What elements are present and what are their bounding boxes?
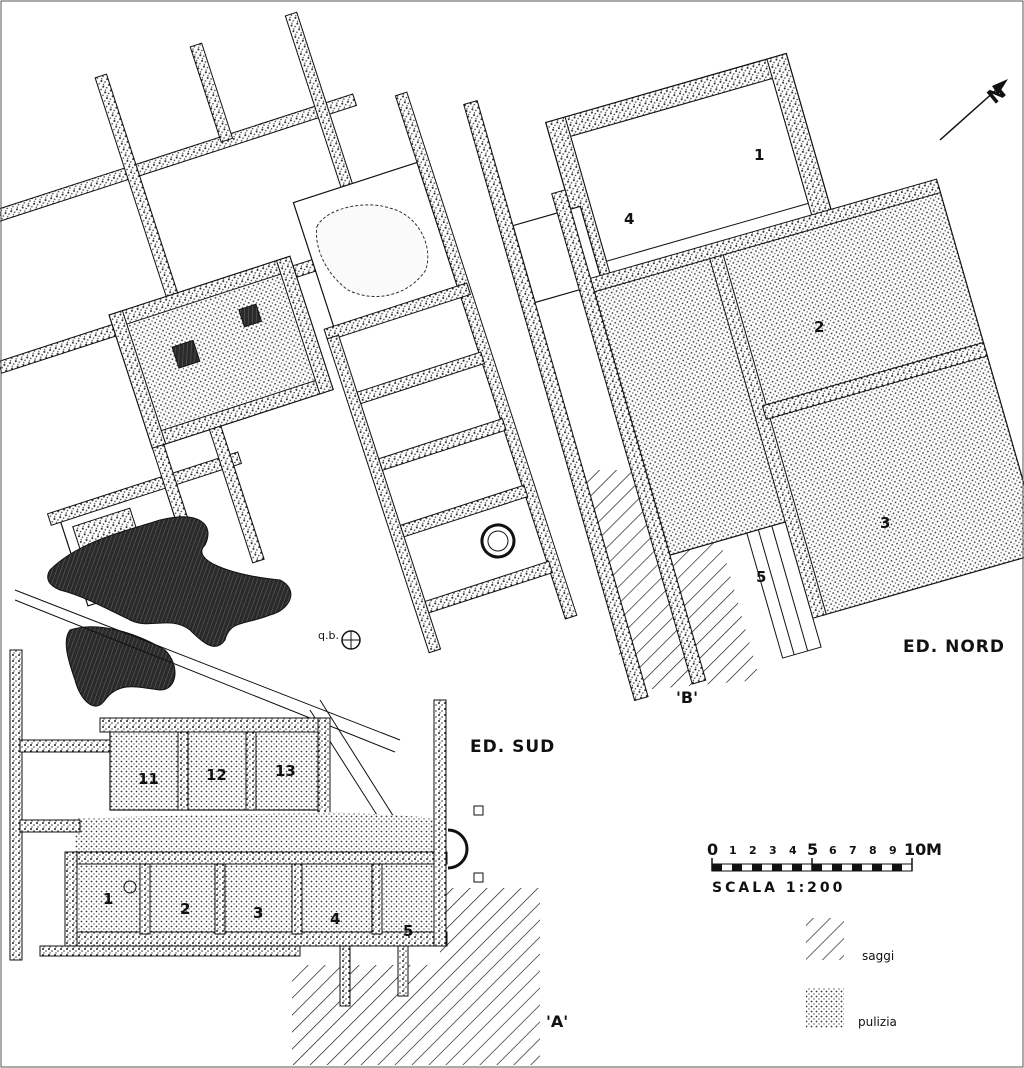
south-room-1-label: 1 <box>103 890 114 908</box>
north-building <box>463 52 1024 702</box>
scale-tick-4: 4 <box>789 844 797 857</box>
north-room-2-label: 2 <box>814 318 825 336</box>
south-room-2-label: 2 <box>180 900 191 918</box>
scale-tick-9: 9 <box>889 844 897 857</box>
scale-tick-10: 10 <box>904 840 927 859</box>
legend-swatch-pulizia <box>806 988 844 1028</box>
building-north-label: ED. NORD <box>903 637 1005 657</box>
north-room-1-label: 1 <box>754 146 765 164</box>
legend-label-saggi: saggi <box>862 949 895 963</box>
rubble-patch <box>47 516 292 647</box>
scale-tick-5: 5 <box>807 840 819 859</box>
north-arrow <box>939 79 1008 141</box>
scale-tick-6: 6 <box>829 844 837 857</box>
rubble-patch-2 <box>65 626 176 707</box>
survey-point-label: q.b. <box>318 629 339 642</box>
north-room-4-label: 4 <box>624 210 635 228</box>
scale-tick-3: 3 <box>769 844 777 857</box>
scale-ratio-label: SCALA 1:200 <box>712 880 846 896</box>
south-room-5-label: 5 <box>403 922 414 940</box>
south-room-4-label: 4 <box>330 910 341 928</box>
legend-label-pulizia: pulizia <box>858 1015 897 1029</box>
section-b-label: 'B' <box>676 688 698 707</box>
section-a-label: 'A' <box>546 1012 569 1031</box>
scale-tick-0: 0 <box>707 840 719 859</box>
scale-tick-2: 2 <box>749 844 757 857</box>
north-room-3-label: 3 <box>880 514 891 532</box>
scale-bar <box>711 858 913 872</box>
south-room-3-label: 3 <box>253 904 264 922</box>
scale-tick-8: 8 <box>869 844 877 857</box>
central-complex <box>0 11 578 654</box>
south-room-11-label: 11 <box>138 770 159 788</box>
building-south-label: ED. SUD <box>470 737 556 757</box>
south-room-12-label: 12 <box>206 766 227 784</box>
south-building <box>9 649 448 1007</box>
north-room-5-label: 5 <box>756 568 767 586</box>
scale-tick-1: 1 <box>729 844 737 857</box>
saggi-area-a <box>292 888 540 1065</box>
south-room-13-label: 13 <box>275 762 296 780</box>
scale-unit: M <box>926 840 942 859</box>
legend-swatch-saggi <box>806 918 844 960</box>
scale-tick-7: 7 <box>849 844 857 857</box>
